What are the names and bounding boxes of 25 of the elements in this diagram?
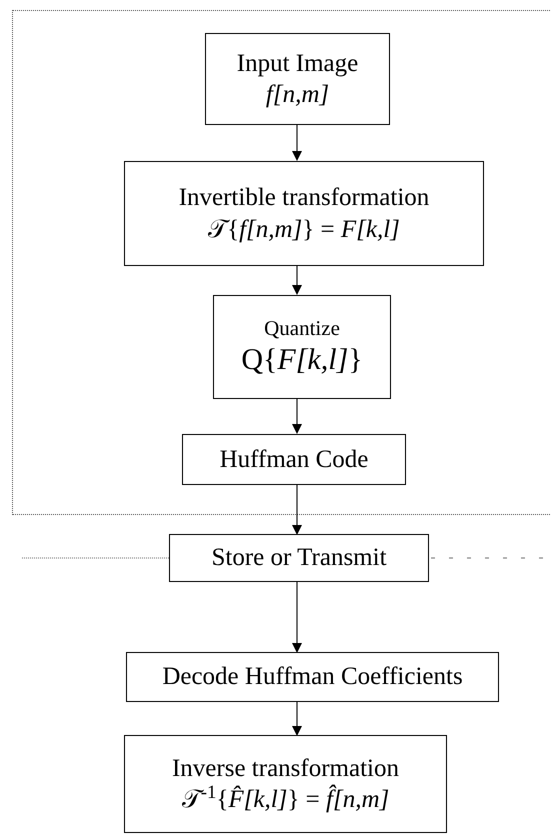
step-title: Quantize — [264, 315, 340, 342]
formula: f[n,m] — [266, 80, 330, 110]
formula: 𝒯$^{-1}${F̂[k,l]} = f̂[n,m] — [182, 784, 390, 815]
process-box — [205, 33, 390, 125]
process-box — [182, 434, 406, 485]
formula: Q{F[k,l]} — [241, 342, 363, 378]
process-box — [169, 534, 429, 582]
arrow — [292, 484, 302, 535]
arrow — [292, 582, 302, 653]
step-title: Decode Huffman Coefficients — [162, 662, 463, 692]
process-box — [213, 295, 391, 399]
arrow — [292, 702, 302, 736]
step-title: Store or Transmit — [211, 543, 387, 574]
step-title: Inverse transformation — [172, 754, 399, 784]
step-title: Huffman Code — [220, 444, 368, 475]
arrow — [292, 124, 302, 161]
process-box — [126, 652, 499, 702]
step-title: Invertible transformation — [178, 183, 430, 214]
arrow — [292, 264, 302, 295]
step-title: Input Image — [236, 48, 358, 79]
process-box — [124, 161, 484, 266]
formula: 𝒯{f[n,m]} = F[k,l] — [208, 214, 400, 244]
process-box — [124, 735, 447, 833]
arrow — [292, 398, 302, 434]
dotted-group-frame — [12, 10, 551, 515]
